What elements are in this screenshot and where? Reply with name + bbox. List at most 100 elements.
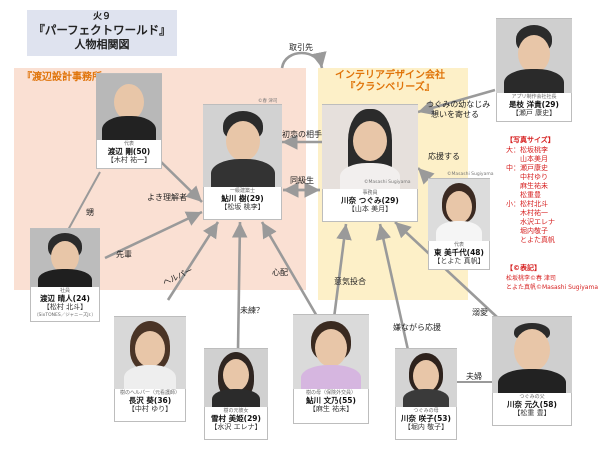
person-name: 鮎川 樹(29) bbox=[221, 194, 264, 203]
rel-yoki-rikaisha: よき理解者 bbox=[147, 193, 187, 202]
person-card-yukimura-miwa[interactable]: 樹の元彼女 雪村 美姫(29) 【水沢 エレナ】 bbox=[204, 348, 268, 440]
photo-size-line-1: 大：松坂桃李 bbox=[506, 146, 548, 154]
person-card-kawana-tsugumi[interactable]: 事務員 川奈 つぐみ(29) 【山本 美月】 bbox=[322, 104, 418, 222]
title-line-1: 火９ bbox=[92, 12, 111, 22]
person-role: アプリ制作会社社長 bbox=[511, 94, 557, 100]
person-card-azuma-michiyo[interactable]: 代表 東 美千代(48) 【とよた 真帆】 bbox=[428, 178, 490, 270]
portrait-photo bbox=[204, 349, 268, 407]
photo-size-line-9: 水沢エレナ bbox=[506, 218, 555, 226]
person-card-kawana-sakiko[interactable]: つぐみの母 川奈 咲子(53) 【堀内 敬子】 bbox=[395, 348, 457, 440]
person-role: 一級建築士 bbox=[229, 188, 255, 194]
cranberries-title-line1: インテリアデザイン会社 bbox=[335, 70, 445, 81]
rel-osananajimi-2: 想いを寄せる bbox=[431, 110, 479, 119]
person-actor: 【とよた 真帆】 bbox=[433, 257, 485, 265]
rel-hatsukoi: 初恋の相手 bbox=[282, 130, 322, 139]
person-card-watanabe-go[interactable]: 代表 渡辺 剛(50) 【木村 祐一】 bbox=[96, 73, 162, 169]
portrait-photo bbox=[428, 179, 490, 241]
rel-iyagara: 嫌ながら応援 bbox=[393, 323, 441, 332]
credit-tsugumi: ©Masashi Sugiyama bbox=[364, 180, 411, 185]
portrait-photo bbox=[30, 229, 100, 287]
person-affiliation: （SixTONES／ジャニーズJr.） bbox=[34, 313, 96, 318]
rel-osananajimi-1: つぐみの幼なじみ bbox=[426, 100, 491, 109]
line-helper bbox=[166, 221, 220, 301]
person-card-nagasawa-aoi[interactable]: 樹のヘルパー（元看護師） 長沢 葵(36) 【中村 ゆり】 bbox=[114, 316, 186, 422]
line-osananajimi bbox=[417, 88, 496, 116]
cover-credit-line-2: とよた真帆©Masashi Sugiyama bbox=[506, 284, 598, 291]
person-role: 樹の母（保険外交員） bbox=[305, 390, 356, 396]
rel-dokyusei: 同級生 bbox=[290, 176, 314, 185]
person-role: 代表 bbox=[453, 242, 464, 248]
person-role: 社員 bbox=[59, 288, 70, 294]
photo-size-line-11: とよた真帆 bbox=[506, 236, 555, 244]
person-card-watanabe-haruto[interactable]: 社員 渡辺 晴人(24) 【松村 北斗】 （SixTONES／ジャニーズJr.） bbox=[30, 228, 100, 322]
photo-size-line-7: 小：松村北斗 bbox=[506, 200, 548, 208]
person-card-kawana-motohisa[interactable]: つぐみの父 川奈 元久(58) 【松重 豊】 bbox=[492, 316, 572, 426]
person-name: 渡辺 剛(50) bbox=[107, 147, 151, 156]
cover-credit-line-1: 松坂桃李©春 津司 bbox=[506, 275, 556, 282]
person-name: 東 美千代(48) bbox=[434, 248, 484, 257]
person-actor: 【松坂 桃李】 bbox=[220, 203, 265, 211]
rel-shinpai: 心配 bbox=[272, 268, 288, 277]
person-card-ayukawa-fumiyo[interactable]: 樹の母（保険外交員） 鮎川 文乃(55) 【麻生 祐未】 bbox=[293, 314, 369, 424]
person-name: 長沢 葵(36) bbox=[128, 396, 172, 405]
portrait-photo bbox=[293, 315, 369, 389]
person-role: 代表 bbox=[123, 141, 134, 147]
person-role: つぐみの母 bbox=[413, 408, 439, 414]
portrait-photo bbox=[496, 19, 572, 93]
person-name: 鮎川 文乃(55) bbox=[306, 396, 356, 405]
person-actor: 【水沢 エレナ】 bbox=[210, 423, 262, 431]
portrait-photo bbox=[395, 349, 457, 407]
rel-fufu: 夫婦 bbox=[466, 372, 482, 381]
line-shinpai bbox=[260, 221, 320, 319]
person-actor: 【山本 美月】 bbox=[347, 205, 393, 213]
line-oi bbox=[67, 171, 101, 231]
line-miren bbox=[231, 221, 248, 351]
credit-azuma: ©Masashi Sugiyama bbox=[447, 172, 494, 177]
person-name: 渡辺 晴人(24) bbox=[40, 294, 90, 303]
person-name: 川奈 咲子(53) bbox=[401, 414, 451, 423]
rel-iki-togo: 意気投合 bbox=[334, 277, 366, 286]
diagram-title-box: 火９ 『パーフェクトワールド』 人物相関図 bbox=[27, 10, 177, 56]
person-actor: 【瀬戸 康史】 bbox=[511, 109, 557, 117]
title-line-3: 人物相関図 bbox=[74, 38, 130, 51]
portrait-photo bbox=[322, 105, 418, 189]
photo-size-line-5: 麻生祐未 bbox=[506, 182, 548, 190]
person-role: 事務員 bbox=[362, 190, 378, 196]
title-line-2: 『パーフェクトワールド』 bbox=[33, 23, 171, 37]
person-card-koresue-hiroki[interactable]: アプリ制作会社社長 是枝 洋貴(29) 【瀬戸 康史】 bbox=[496, 18, 572, 122]
photo-size-line-6: 松重豊 bbox=[506, 191, 541, 199]
credit-itsuki: ©春 津司 bbox=[258, 99, 278, 104]
person-role: 樹の元彼女 bbox=[223, 408, 249, 414]
cranberries-title: インテリアデザイン会社 『クランベリーズ』 bbox=[330, 70, 450, 94]
rel-dekiai: 溺愛 bbox=[472, 308, 488, 317]
person-name: 雪村 美姫(29) bbox=[211, 414, 261, 423]
person-name: 是枝 洋貴(29) bbox=[509, 100, 559, 109]
cranberries-title-line2: 『クランベリーズ』 bbox=[345, 82, 435, 93]
line-iyagara bbox=[375, 223, 410, 351]
line-oen bbox=[417, 167, 435, 185]
person-actor: 【堀内 敬子】 bbox=[403, 423, 449, 431]
portrait-photo bbox=[96, 74, 162, 140]
person-role: つぐみの父 bbox=[519, 394, 545, 400]
photo-size-line-10: 堀内敬子 bbox=[506, 227, 548, 235]
person-card-ayukawa-itsuki[interactable]: 一級建築士 鮎川 樹(29) 【松坂 桃李】 bbox=[203, 104, 282, 220]
rel-torihikisaki: 取引先 bbox=[289, 43, 313, 52]
person-actor: 【松重 豊】 bbox=[513, 409, 551, 417]
person-actor: 【松村 北斗】 bbox=[42, 303, 88, 311]
line-torihikisaki bbox=[280, 51, 327, 69]
line-senpai bbox=[104, 210, 203, 260]
rel-senpai: 先輩 bbox=[116, 250, 132, 259]
person-role: 樹のヘルパー（元看護師） bbox=[119, 390, 180, 396]
rel-oi: 甥 bbox=[86, 208, 94, 217]
rel-oen: 応援する bbox=[428, 152, 460, 161]
line-ikitogo bbox=[332, 223, 352, 319]
portrait-photo bbox=[492, 317, 572, 393]
cover-credit-title: 【©表記】 bbox=[506, 264, 541, 272]
photo-size-line-3: 中：瀬戸康史 bbox=[506, 164, 548, 172]
person-name: 川奈 つぐみ(29) bbox=[341, 196, 399, 205]
photo-size-title: 【写真サイズ】 bbox=[506, 136, 555, 144]
photo-size-line-2: 山本美月 bbox=[506, 155, 548, 163]
photo-size-line-4: 中村ゆり bbox=[506, 173, 548, 181]
person-actor: 【木村 祐一】 bbox=[106, 156, 152, 164]
